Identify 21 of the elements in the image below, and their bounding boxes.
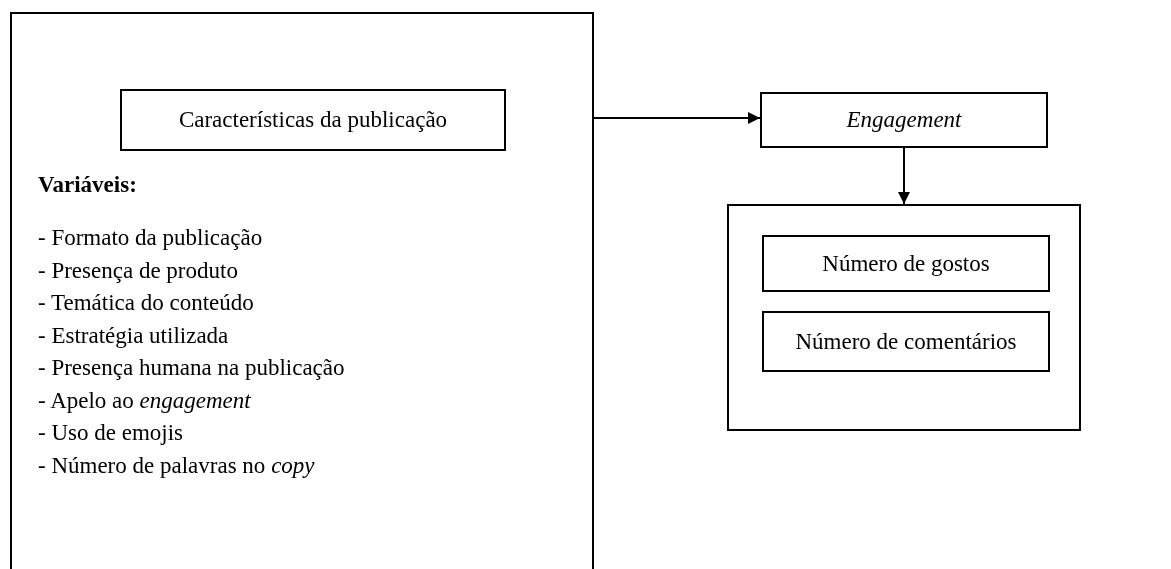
list-item: - Temática do conteúdo [38,290,254,316]
list-item: - Número de palavras no copy [38,452,315,479]
box-label: Número de gostos [822,250,990,277]
process-box [10,12,594,569]
process-box [762,311,1050,372]
process-box [760,92,1048,148]
variables-heading: Variáveis: [38,172,137,198]
list-item: - Estratégia utilizada [38,322,229,349]
box-label: Engagement [846,107,962,133]
arrow [593,112,761,124]
list-item: - Presença humana na publicação [38,355,345,381]
arrow [898,147,910,205]
list-item: - Presença de produto [38,257,238,284]
group-box [727,204,1081,431]
list-item: - Apelo ao engagement [38,387,251,414]
list-item: - Formato da publicação [38,225,263,251]
list-item: - Uso de emojis [38,420,183,446]
process-box [120,89,506,151]
process-box [762,235,1050,292]
box-label: Número de comentários [795,328,1017,355]
box-label: Características da publicação [178,107,448,133]
